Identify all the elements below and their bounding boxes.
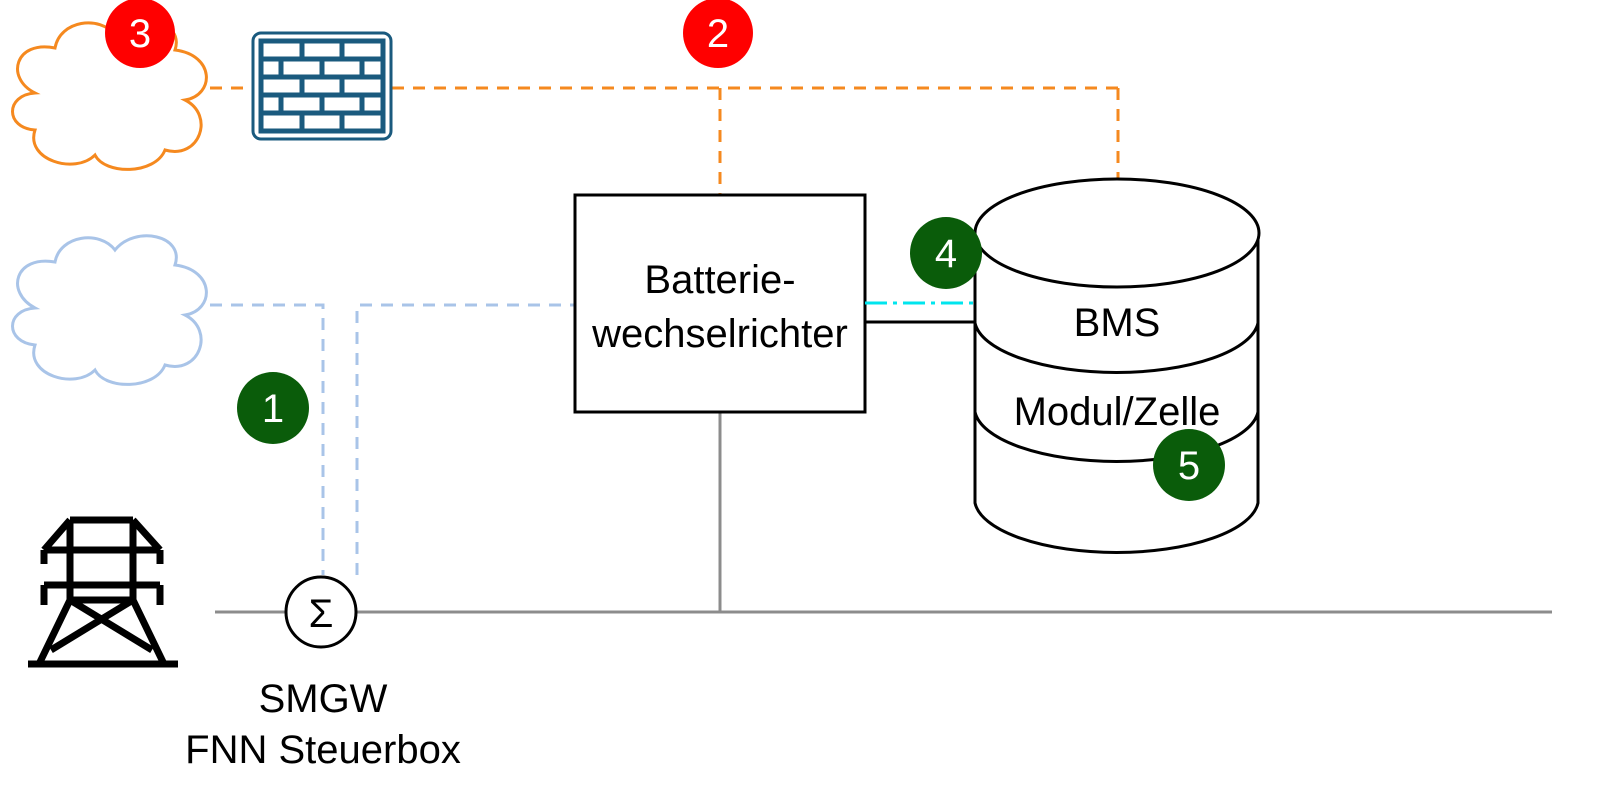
bms-label: BMS xyxy=(1074,301,1161,345)
badge-4: 4 xyxy=(910,217,982,289)
local-cloud-icon xyxy=(11,234,208,386)
inverter-box xyxy=(573,193,867,414)
local-links xyxy=(210,303,575,575)
inverter-label-line2: wechselrichter xyxy=(591,312,848,356)
firewall-icon xyxy=(251,31,393,141)
meter-symbol: Σ xyxy=(309,592,334,636)
smart-meter: Σ xyxy=(284,575,358,649)
meter-label-line2: FNN Steuerbox xyxy=(185,728,461,772)
badge-4-number: 4 xyxy=(935,232,957,276)
badge-3: 3 xyxy=(105,0,175,68)
badge-5-number: 5 xyxy=(1178,444,1200,488)
internet-links xyxy=(210,86,1120,194)
meter-label-line1: SMGW xyxy=(259,677,388,721)
inverter-label-line1: Batterie- xyxy=(644,258,795,302)
badge-1-number: 1 xyxy=(262,387,284,431)
badge-1: 1 xyxy=(237,372,309,444)
sigma-icon xyxy=(284,575,358,649)
battery-cylinder xyxy=(973,177,1261,554)
badge-2-number: 2 xyxy=(707,12,729,56)
badge-3-number: 3 xyxy=(129,12,151,56)
badge-5: 5 xyxy=(1153,429,1225,501)
power-line xyxy=(215,412,1552,614)
power-pylon-icon xyxy=(28,516,178,668)
badge-2: 2 xyxy=(683,0,753,68)
module-label: Modul/Zelle xyxy=(1014,390,1221,434)
